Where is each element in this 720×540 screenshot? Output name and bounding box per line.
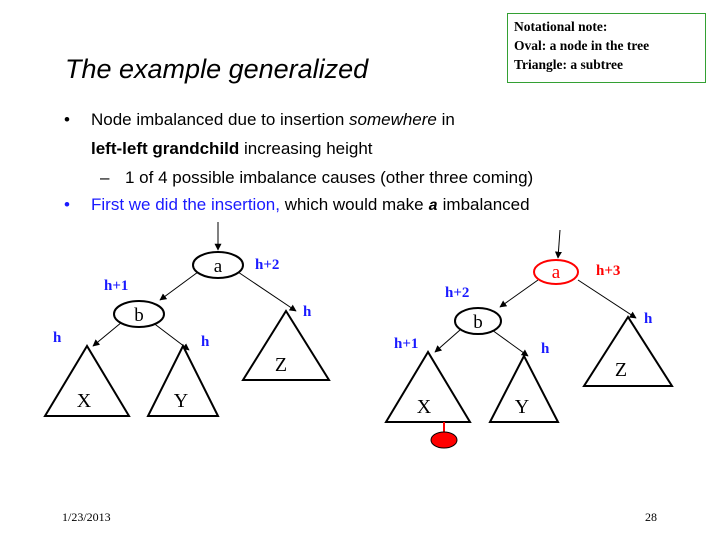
left-subtree-z xyxy=(241,309,331,381)
footer-date: 1/23/2013 xyxy=(62,510,111,524)
right-node-b-label: b xyxy=(473,312,483,333)
bullet-marker-2: • xyxy=(64,195,70,214)
right-edge-a-b xyxy=(499,279,539,308)
right-edge-b-x xyxy=(434,329,461,353)
right-insert-arrow xyxy=(554,229,562,259)
bullet-1-line-1: Node imbalanced due to insertion somewhe… xyxy=(91,110,455,130)
notational-note-box: Notational note: Oval: a node in the tre… xyxy=(507,13,706,83)
bullet-2-text: which would make xyxy=(279,195,429,214)
right-height-z: h xyxy=(644,311,653,327)
right-node-a-label: a xyxy=(552,262,561,283)
bullet-1-italic: somewhere xyxy=(349,110,437,129)
left-node-b-oval xyxy=(113,300,165,328)
right-height-b: h+2 xyxy=(445,285,469,301)
bullet-1-text-a: Node imbalanced due to insertion xyxy=(91,110,349,129)
bullet-2-blue: First we did the insertion, xyxy=(91,195,280,214)
right-edge-b-y xyxy=(491,329,529,357)
right-subtree-y xyxy=(488,353,560,423)
left-edge-b-x xyxy=(92,321,123,347)
left-height-b: h+1 xyxy=(104,278,128,294)
left-edge-a-z xyxy=(237,271,297,312)
left-tree: a b X Y Z h+2 h+1 h h h xyxy=(43,222,331,417)
left-subtree-x-label: X xyxy=(77,390,92,412)
left-subtree-y-label: Y xyxy=(174,390,188,412)
note-line-3: Triangle: a subtree xyxy=(514,57,623,72)
right-height-a: h+3 xyxy=(596,263,620,279)
footer-page-number: 28 xyxy=(645,510,657,524)
inserted-node-oval xyxy=(430,431,458,449)
right-height-x: h+1 xyxy=(394,336,418,352)
bullet-1-text-c: increasing height xyxy=(239,139,373,158)
left-edge-a-b xyxy=(159,271,199,301)
note-line-1: Notational note: xyxy=(514,19,608,34)
left-height-z: h xyxy=(303,304,312,320)
right-subtree-x-label: X xyxy=(417,396,432,418)
left-node-b-label: b xyxy=(134,305,144,326)
right-node-b-oval xyxy=(454,307,502,335)
sub-bullet-dash: – xyxy=(100,168,110,187)
left-height-a: h+2 xyxy=(255,257,279,273)
right-edge-a-z xyxy=(577,279,637,319)
right-height-y: h xyxy=(541,341,550,357)
right-subtree-x xyxy=(384,350,472,423)
left-node-a-label: a xyxy=(214,256,223,277)
bullet-1-bold: left-left grandchild xyxy=(91,139,240,158)
right-subtree-y-label: Y xyxy=(515,396,529,418)
bullet-1-text-b: in xyxy=(436,110,455,129)
note-line-2: Oval: a node in the tree xyxy=(514,38,650,53)
bullet-1-line-2: left-left grandchild increasing height xyxy=(91,139,373,159)
left-subtree-y xyxy=(146,343,220,417)
right-node-a-oval-highlighted xyxy=(533,259,579,285)
bullet-2-end: imbalanced xyxy=(437,195,530,214)
bullet-2-code: a xyxy=(428,197,438,215)
right-tree: a b X Y Z h+3 h+2 h+1 h h xyxy=(384,229,674,449)
slide-title: The example generalized xyxy=(65,54,369,84)
left-height-x: h xyxy=(53,330,62,346)
left-subtree-x xyxy=(43,344,131,417)
right-subtree-z-label: Z xyxy=(615,359,627,381)
bullet-marker-1: • xyxy=(64,110,70,129)
left-node-a-oval xyxy=(192,251,244,279)
bullet-2-line: First we did the insertion, which would … xyxy=(91,195,530,215)
left-subtree-z-label: Z xyxy=(275,354,287,376)
right-subtree-z xyxy=(582,315,674,387)
left-height-y: h xyxy=(201,334,210,350)
sub-bullet-1: 1 of 4 possible imbalance causes (other … xyxy=(125,168,534,187)
